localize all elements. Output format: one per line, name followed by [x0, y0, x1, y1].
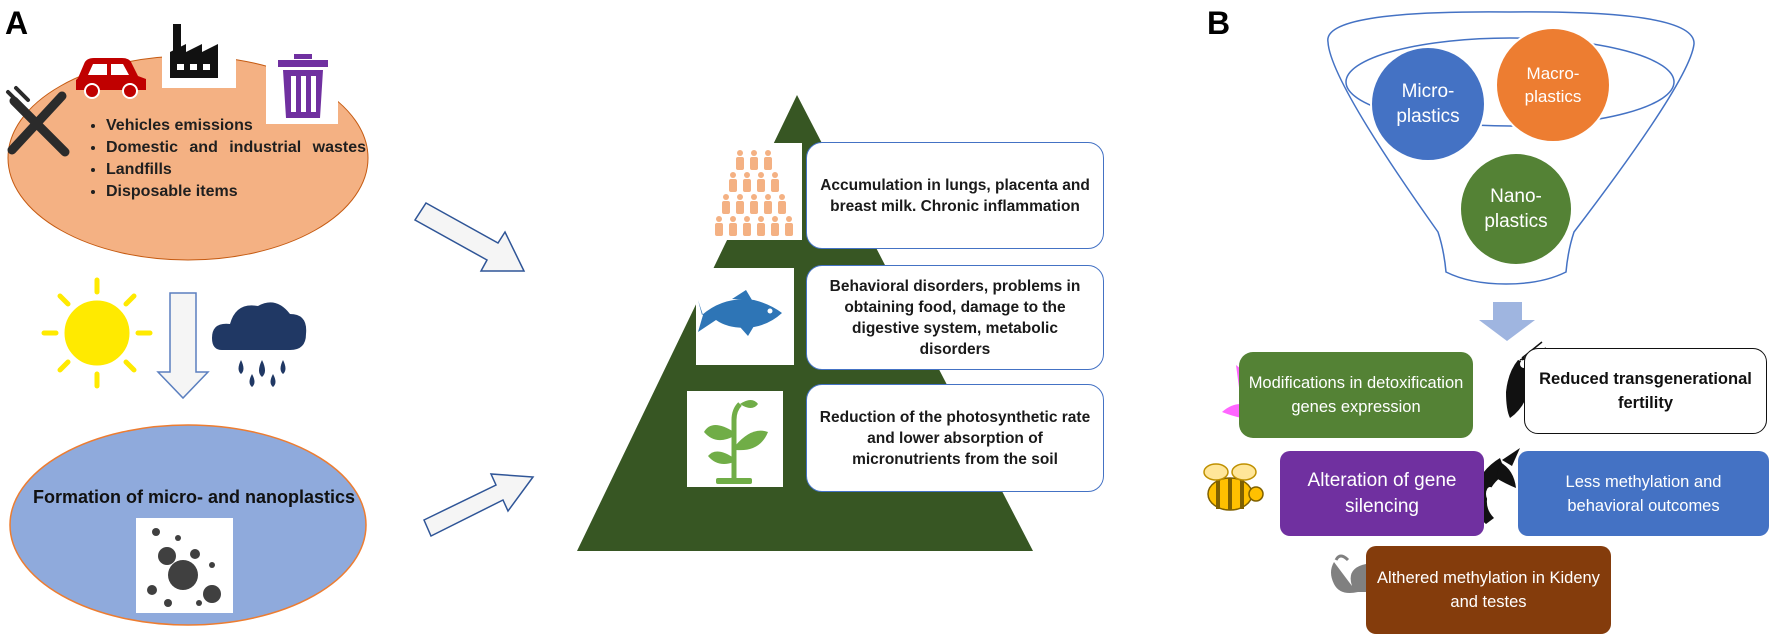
person-icon — [764, 201, 772, 214]
down-arrow-icon — [156, 292, 210, 400]
fish-icon — [698, 290, 782, 336]
person-icon — [751, 150, 757, 156]
person-icon — [715, 223, 723, 236]
person-icon — [765, 194, 771, 200]
person-icon — [772, 216, 778, 222]
nano-plastics-label: Nano- plastics — [1484, 186, 1548, 232]
person-icon — [771, 179, 779, 192]
person-icon — [758, 172, 764, 178]
person-icon — [744, 216, 750, 222]
methylation-effect-box: Less methylation and behavioral outcomes — [1518, 451, 1769, 536]
person-icon — [757, 223, 765, 236]
kidney-effect-box: Althered methylation in Kideny and teste… — [1366, 546, 1611, 634]
nano-plastics-bubble — [1459, 152, 1573, 266]
arrow-formation-to-pyramid — [423, 473, 535, 538]
macro-plastics-bubble — [1495, 27, 1611, 143]
person-icon — [730, 172, 736, 178]
person-icon — [737, 194, 743, 200]
plant-impact-box: Reduction of the photosynthetic rate and… — [806, 384, 1104, 492]
particles-icon — [147, 528, 221, 607]
panel-label-a: A — [5, 5, 29, 41]
person-icon — [737, 150, 743, 156]
person-icon — [723, 194, 729, 200]
person-icon — [772, 172, 778, 178]
source-item: Landfills — [106, 159, 366, 181]
person-icon — [750, 201, 758, 214]
source-item: Domestic and industrial wastes — [106, 137, 366, 159]
person-icon — [751, 194, 757, 200]
silencing-effect-box: Alteration of gene silencing — [1280, 451, 1484, 536]
plant-icon — [704, 400, 768, 484]
fork-knife-icon — [6, 86, 70, 157]
person-icon — [729, 179, 737, 192]
person-icon — [779, 194, 785, 200]
micro-plastics-label: Micro- plastics — [1396, 81, 1460, 127]
formation-label: Formation of micro- and nanoplastics — [32, 487, 356, 507]
person-icon — [716, 216, 722, 222]
person-icon — [786, 216, 792, 222]
sources-list: Vehicles emissions Domestic and industri… — [68, 115, 366, 203]
detox-effect-box: Modifications in detoxification genes ex… — [1239, 352, 1473, 438]
micro-plastics-bubble — [1370, 46, 1486, 162]
rain-cloud-icon — [212, 302, 307, 387]
funnel-rim — [1345, 37, 1675, 127]
person-icon — [744, 172, 750, 178]
person-icon — [750, 157, 758, 170]
funnel-down-arrow — [1479, 302, 1535, 341]
person-icon — [771, 223, 779, 236]
person-icon — [729, 223, 737, 236]
panel-label-b: B — [1207, 5, 1231, 41]
source-item: Disposable items — [106, 181, 366, 203]
person-icon — [764, 157, 772, 170]
arrow-sources-to-pyramid — [413, 202, 526, 272]
fish-impact-box: Behavioral disorders, problems in obtain… — [806, 265, 1104, 370]
person-icon — [722, 201, 730, 214]
bee-icon — [1203, 463, 1264, 511]
fertility-effect-box: Reduced transgenerational fertility — [1524, 348, 1767, 434]
trash-icon — [278, 54, 328, 118]
person-icon — [736, 157, 744, 170]
human-impact-box: Accumulation in lungs, placenta and brea… — [806, 142, 1104, 249]
person-icon — [785, 223, 793, 236]
factory-icon — [170, 24, 218, 78]
sun-icon — [41, 277, 153, 389]
person-icon — [778, 201, 786, 214]
source-item: Vehicles emissions — [106, 115, 366, 137]
person-icon — [743, 223, 751, 236]
person-icon — [736, 201, 744, 214]
person-icon — [765, 150, 771, 156]
person-icon — [743, 179, 751, 192]
person-icon — [758, 216, 764, 222]
person-icon — [730, 216, 736, 222]
macro-plastics-label: Macro- plastics — [1524, 64, 1582, 106]
humans-icon — [715, 150, 793, 236]
person-icon — [757, 179, 765, 192]
car-icon — [76, 58, 146, 99]
